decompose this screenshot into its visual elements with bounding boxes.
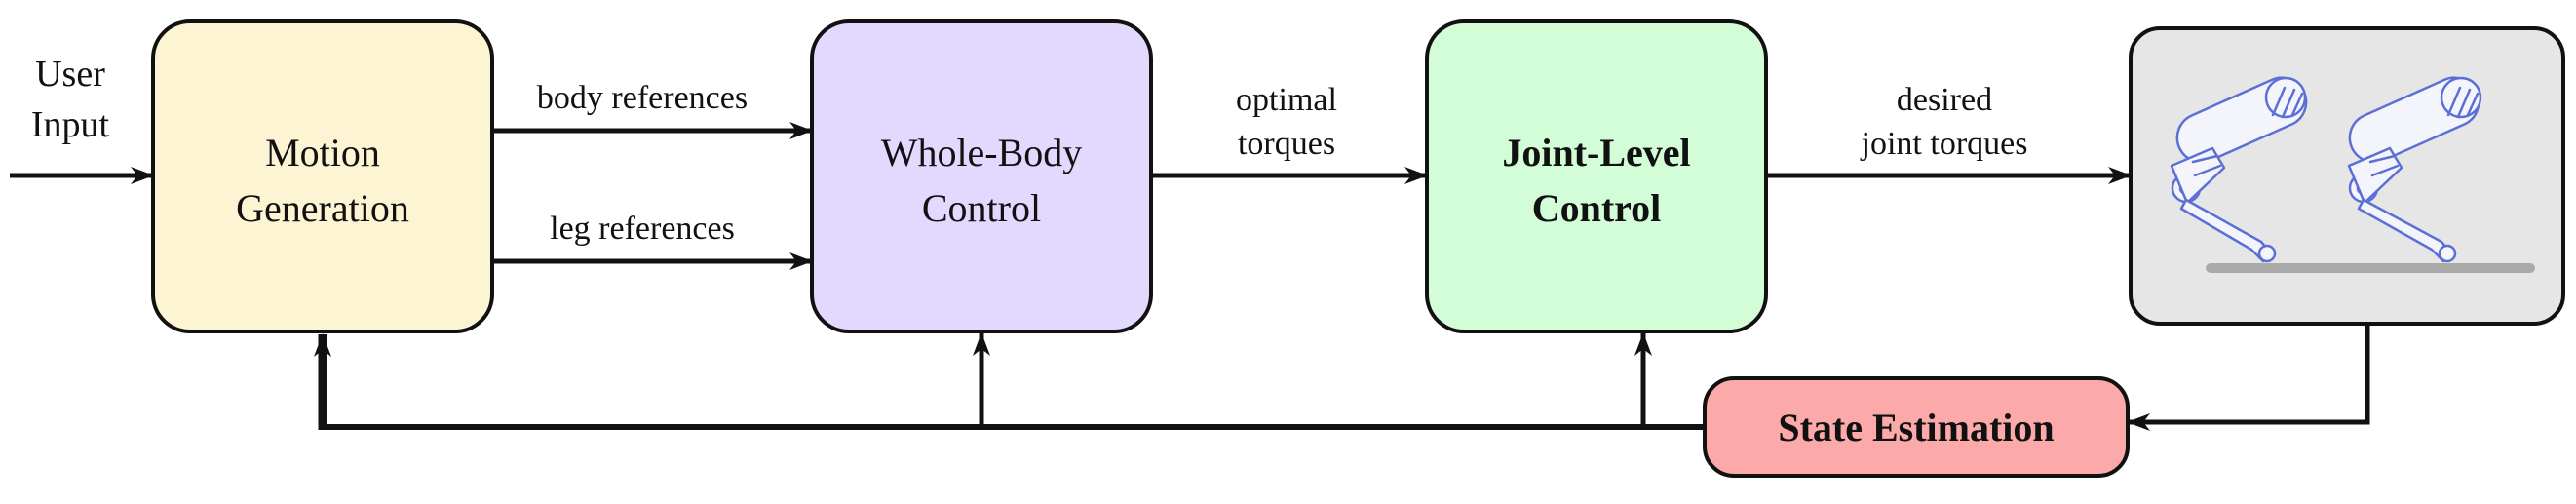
motion-generation-box [151, 19, 494, 333]
desired-joint-torques-label-line2: joint torques [1861, 126, 2028, 162]
body-references-label: body references [537, 80, 748, 116]
optimal-torques-label-line1: optimal [1236, 82, 1337, 118]
motion-generation-label-line1: Motion [265, 131, 380, 174]
optimal-torques-label-line2: torques [1238, 126, 1335, 162]
state-estimation-label: State Estimation [1778, 406, 2054, 449]
whole-body-control-label-line1: Whole-Body [881, 131, 1083, 174]
leg-references-label: leg references [550, 211, 735, 247]
whole-body-control-box [810, 19, 1153, 333]
user-input-label-line1: User [35, 54, 105, 95]
whole-body-control-label-line2: Control [922, 186, 1041, 230]
desired-joint-torques-label-line1: desired [1897, 82, 1992, 118]
user-input-label-line2: Input [31, 104, 110, 145]
quadruped-robot-icon [2170, 76, 2535, 273]
joint-level-control-box [1425, 19, 1768, 333]
motion-generation-label-line2: Generation [236, 186, 409, 230]
robot-to-state-estimation-arrow [2127, 324, 2370, 431]
joint-level-control-label-line2: Control [1532, 186, 1662, 230]
joint-level-control-label-line1: Joint-Level [1502, 131, 1690, 174]
